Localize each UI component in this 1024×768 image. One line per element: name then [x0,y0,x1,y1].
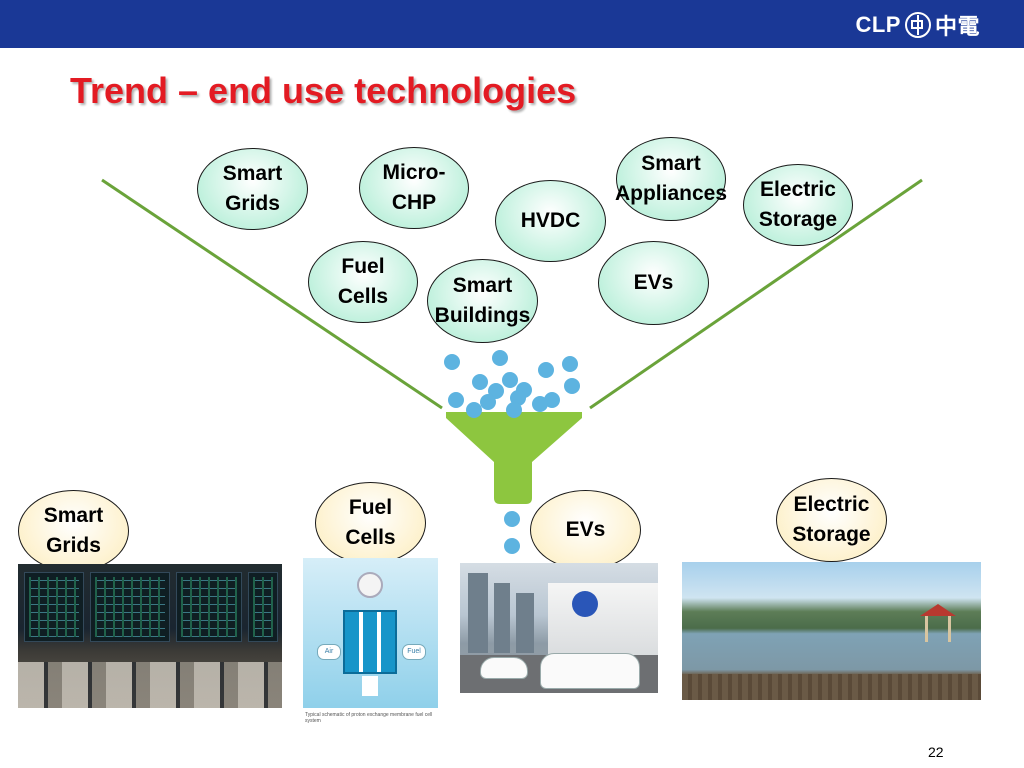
electric-car [480,657,528,679]
control-screen [248,572,278,642]
pavilion [920,598,956,648]
schematic-caption: Typical schematic of proton exchange mem… [305,712,433,724]
bubble-label: Electric Storage [758,178,838,231]
bubble-label: Smart Appliances [614,152,728,205]
electric-vehicles-photo [460,563,658,693]
slide-title: Trend – end use technologies [70,70,577,111]
particle-dot [506,402,522,418]
particle-dot [466,402,482,418]
dam-wall [682,674,981,700]
output-bubble-evs: EVs [530,490,641,570]
page-number: 22 [928,744,944,760]
particle-dot [502,372,518,388]
particle-dot [562,356,578,372]
clp-emblem-icon [904,12,931,38]
particle-dot [492,350,508,366]
tower-building [494,583,510,653]
bubble-label: Smart Grids [43,504,104,557]
particle-dot [444,354,460,370]
bubble-label: EVs [633,271,674,294]
bubble-label: EVs [565,518,606,541]
particle-dot [532,396,548,412]
particle-dot [448,392,464,408]
control-room-photo [18,564,282,708]
bubble-label: HVDC [520,209,581,232]
fuel-cell-schematic: Air Fuel Typical schematic of proton exc… [303,558,438,728]
tower-building [468,573,488,653]
pavilion-roof [920,604,956,616]
bubble-fuel-cells: Fuel Cells [308,241,418,323]
funnel-shape [446,412,582,504]
particle-dot [504,511,520,527]
bubble-hvdc: HVDC [495,180,606,262]
output-bubble-electric-storage: Electric Storage [776,478,887,562]
particle-dot [538,362,554,378]
control-desks [18,662,282,708]
clp-building [548,583,658,661]
bubble-label: Fuel Cells [345,496,396,549]
particle-dot [488,383,504,399]
lightbulb-icon [357,572,383,598]
control-screen [176,572,242,642]
fuel-tag: Fuel [402,644,426,660]
pavilion-columns [925,616,951,642]
bubble-label: Smart Grids [222,162,283,215]
bubble-label: Smart Buildings [434,274,531,327]
bubble-evs: EVs [598,241,709,325]
control-screen [24,572,84,642]
particle-dots [444,350,580,554]
output-bubble-smart-grids: Smart Grids [18,490,129,572]
membrane-stack [343,610,397,674]
air-tag: Air [317,644,341,660]
output-bubble-fuel-cells: Fuel Cells [315,482,426,564]
funnel-left-line [101,178,443,410]
particle-dot [472,374,488,390]
logo-chinese-text: 中電 [934,14,980,39]
bubble-label: Micro- CHP [382,161,446,214]
clp-building-logo [572,591,598,617]
tower-building [516,593,534,653]
bubble-micro-chp: Micro- CHP [359,147,469,229]
particle-dot [480,394,496,410]
control-screen [90,572,170,642]
bubble-smart-grids: Smart Grids [197,148,308,230]
funnel-right-line [589,178,923,410]
bubble-label: Electric Storage [792,493,871,546]
electric-car [540,653,640,689]
logo-text: CLP [855,12,901,37]
bubble-smart-buildings: Smart Buildings [427,259,538,343]
particle-dot [564,378,580,394]
water-output-arrow-icon [362,676,378,696]
particle-dot [504,538,520,554]
header-bar: CLP 中電 [0,0,1024,48]
reservoir-photo [682,562,981,700]
bubble-electric-storage: Electric Storage [743,164,853,246]
bubble-label: Fuel Cells [337,255,389,308]
bubble-smart-appliances: Smart Appliances [614,137,728,221]
clp-logo: CLP 中電 [855,10,980,40]
